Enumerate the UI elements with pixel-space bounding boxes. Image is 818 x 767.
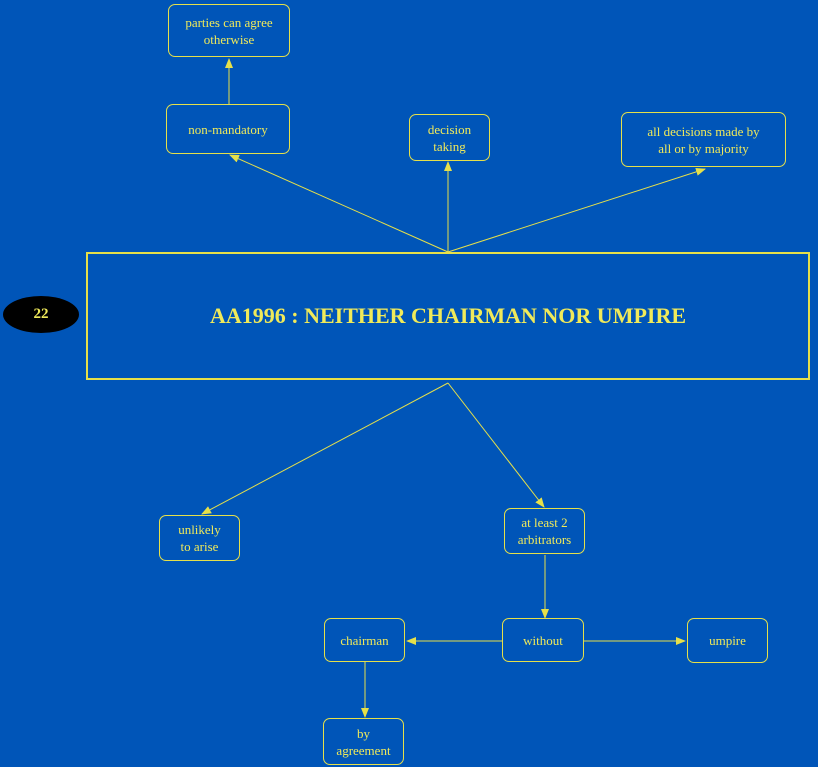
node-parties-can-agree: parties can agree otherwise bbox=[168, 4, 290, 57]
arrow-to-unlikely bbox=[201, 382, 449, 515]
main-title-box: AA1996 : NEITHER CHAIRMAN NOR UMPIRE bbox=[86, 252, 810, 380]
node-by-agreement: by agreement bbox=[323, 718, 404, 765]
node-decision-taking: decision taking bbox=[409, 114, 490, 161]
node-chairman: chairman bbox=[324, 618, 405, 662]
node-at-least-2-arbitrators: at least 2 arbitrators bbox=[504, 508, 585, 554]
node-non-mandatory: non-mandatory bbox=[166, 104, 290, 154]
arrow-to-at-least bbox=[447, 382, 545, 508]
page-number-badge: 22 bbox=[3, 296, 79, 333]
arrow-to-all-decisions bbox=[447, 167, 706, 253]
node-without: without bbox=[502, 618, 584, 662]
node-umpire: umpire bbox=[687, 618, 768, 663]
arrow-to-non-mandatory bbox=[229, 154, 449, 253]
node-unlikely-to-arise: unlikely to arise bbox=[159, 515, 240, 561]
main-title: AA1996 : NEITHER CHAIRMAN NOR UMPIRE bbox=[209, 303, 687, 328]
node-all-decisions: all decisions made by all or by majority bbox=[621, 112, 786, 167]
